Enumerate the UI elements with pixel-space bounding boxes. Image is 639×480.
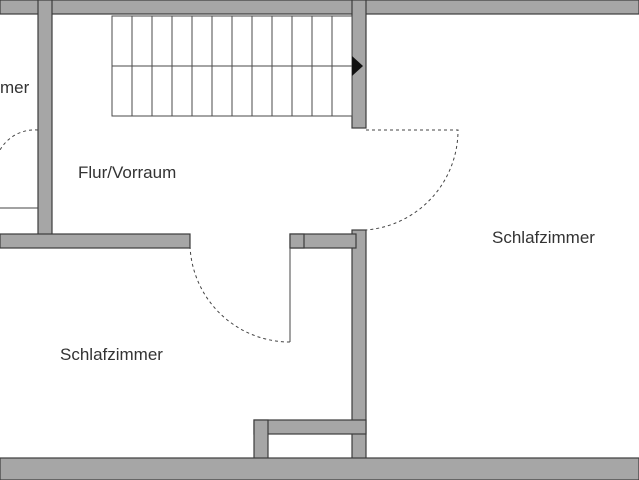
wall-top-edge xyxy=(0,0,639,15)
wall-top xyxy=(0,0,639,15)
door-swing-right-bedroom xyxy=(365,129,459,231)
staircase xyxy=(111,15,363,117)
stair-steps xyxy=(131,16,333,116)
stair-direction-arrow xyxy=(352,56,363,76)
wall-hallway-bottom-left xyxy=(0,233,191,249)
room-label-hallway: Flur/Vorraum xyxy=(78,163,176,182)
room-label-left-partial: mer xyxy=(0,78,30,97)
room-label-bedroom-right: Schlafzimmer xyxy=(492,228,595,247)
room-label-bedroom-bottom: Schlafzimmer xyxy=(60,345,163,364)
wall-bottom xyxy=(0,457,639,480)
wall-niche-top xyxy=(253,419,367,435)
wall-corner-stub xyxy=(289,233,305,249)
door-swing-bottom-bedroom xyxy=(189,245,291,343)
door-swings xyxy=(0,129,459,343)
wall-left-inner xyxy=(37,0,53,237)
